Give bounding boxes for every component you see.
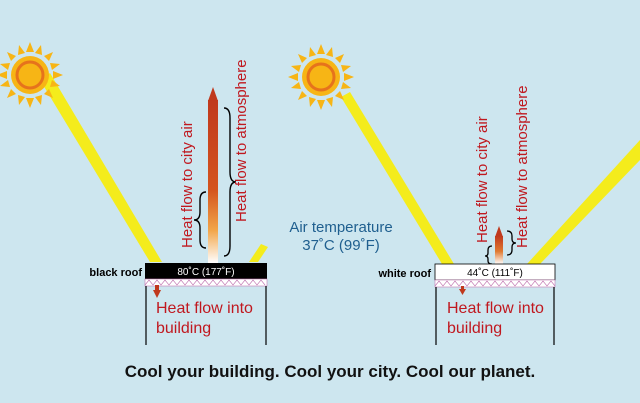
right-city-air-label: Heat flow to city air [474, 116, 491, 243]
left-atmosphere-label: Heat flow to atmosphere [233, 59, 250, 222]
right-into-building-line1: Heat flow into [447, 300, 544, 317]
left-reflected-sun-ray [249, 244, 268, 262]
right-into-building-line2: building [447, 320, 502, 337]
left-into-building-line1: Heat flow into [156, 300, 253, 317]
right-atmosphere-label: Heat flow to atmosphere [514, 85, 531, 248]
left-roof-membrane [144, 278, 268, 287]
right-heat-arrow-down [459, 286, 466, 295]
right-roof-membrane [434, 279, 556, 288]
right-sun-icon [288, 44, 354, 110]
right-atmosphere-brace [506, 230, 517, 256]
left-atmosphere-brace [223, 107, 237, 257]
left-sun-icon [0, 42, 63, 108]
left-roof-temperature: 80˚C (177˚F) [177, 266, 234, 278]
left-black-roof [145, 263, 267, 279]
left-city-air-label: Heat flow to city air [179, 121, 196, 248]
right-roof-label: white roof [377, 268, 431, 280]
air-temperature-label: Air temperature [289, 219, 392, 236]
right-heat-arrow-up [495, 226, 503, 264]
right-reflected-sun-ray [527, 140, 640, 264]
right-membrane-zigzag [434, 280, 556, 287]
left-city-air-brace [193, 191, 207, 249]
left-heat-arrow-down [153, 285, 161, 298]
right-city-air-brace [484, 245, 493, 265]
right-incoming-sun-ray [341, 92, 454, 264]
air-temperature-value: 37˚C (99˚F) [302, 237, 380, 254]
right-roof-temperature: 44˚C (111˚F) [467, 267, 523, 279]
left-roof-label: black roof [89, 267, 142, 279]
left-incoming-sun-ray [40, 73, 162, 262]
left-membrane-zigzag [144, 279, 266, 286]
left-heat-arrow-up [208, 87, 218, 263]
tagline: Cool your building. Cool your city. Cool… [125, 362, 536, 381]
left-into-building-line2: building [156, 320, 211, 337]
